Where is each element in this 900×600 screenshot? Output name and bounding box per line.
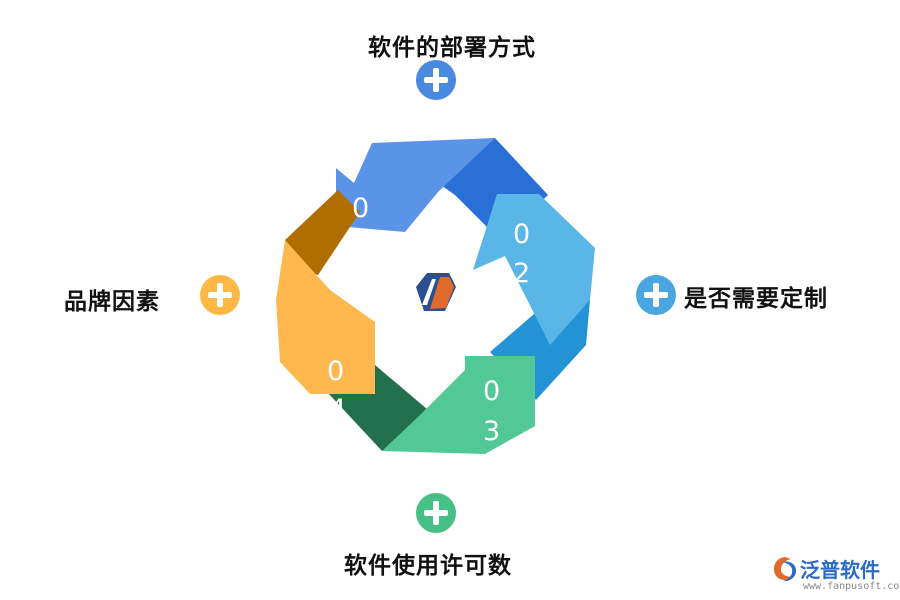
seg-right-num-b: 2	[513, 258, 530, 289]
arrow-right-light	[473, 194, 595, 345]
arrow-left-light	[276, 240, 375, 394]
plus-icon-bottom[interactable]	[416, 493, 456, 533]
plus-icon-right[interactable]	[636, 275, 676, 315]
label-deployment-method: 软件的部署方式	[368, 35, 536, 61]
seg-left-num-b: 4	[329, 394, 346, 425]
seg-bottom-num-a: 0	[483, 376, 500, 407]
label-license-count: 软件使用许可数	[344, 553, 512, 579]
seg-top-num-a: 0	[352, 193, 369, 224]
seg-right-num-a: 0	[513, 219, 530, 250]
label-brand-factor: 品牌因素	[64, 289, 160, 315]
brand-url: www.fanpusoft.com	[803, 581, 900, 592]
plus-icon-top[interactable]	[416, 60, 456, 100]
arrow-bottom-light	[382, 356, 535, 454]
arrow-top-light	[336, 138, 495, 232]
seg-left-num-a: 0	[327, 356, 344, 387]
fanpu-logo-icon	[774, 557, 797, 582]
seg-bottom-num-b: 3	[483, 416, 500, 447]
brand-name: 泛普软件	[800, 558, 880, 582]
band-left-dark	[285, 190, 360, 275]
label-customization-needed: 是否需要定制	[684, 286, 828, 312]
hexagon-logo-icon	[416, 273, 456, 311]
plus-icon-left[interactable]	[200, 275, 240, 315]
seg-top-num-b: 1	[354, 234, 371, 265]
brand-watermark: 泛普软件 www.fanpusoft.com	[770, 552, 900, 597]
